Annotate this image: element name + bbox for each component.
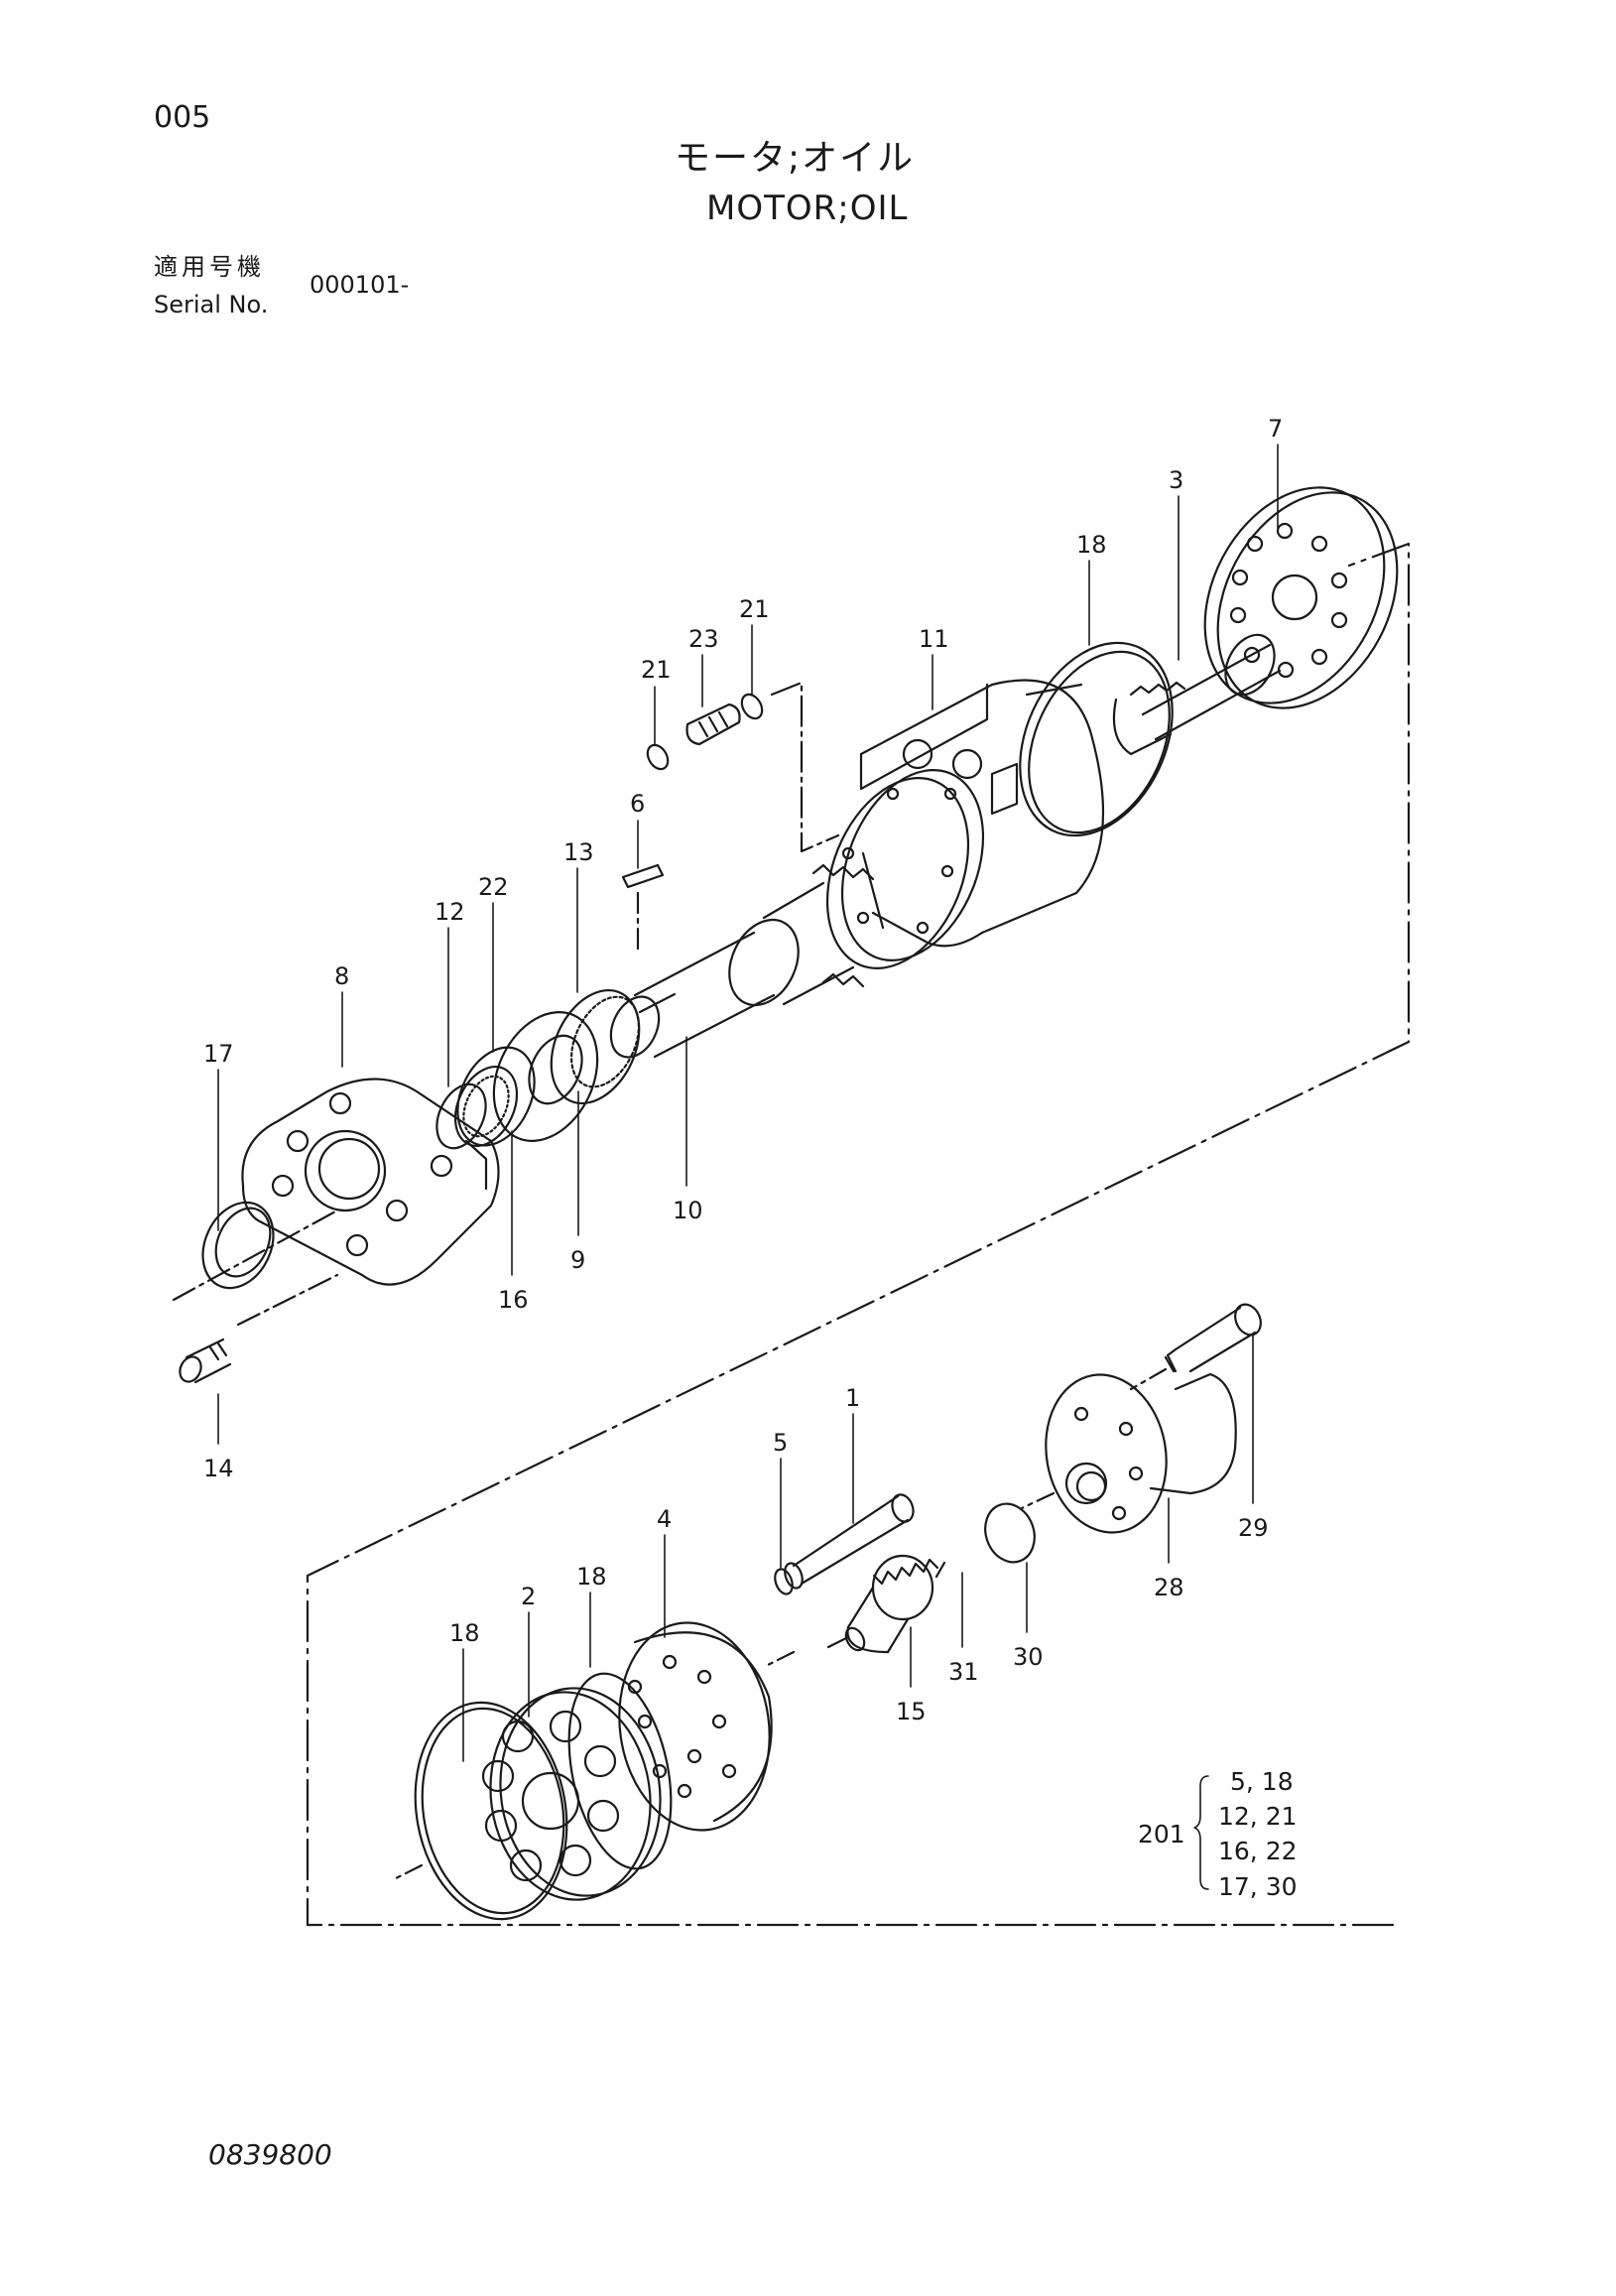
part-14-bolt (179, 1338, 232, 1384)
assembly-boundary-line (306, 542, 1411, 1927)
part-21-o-ring-b (740, 693, 764, 720)
leader-lower-axis (390, 1863, 424, 1882)
part-18-o-ring-middle (567, 1672, 673, 1870)
part-31-spring (872, 1558, 946, 1586)
part-18-o-ring-upper (1019, 641, 1174, 837)
page-number: 005 (154, 100, 211, 135)
callout-1: 1 (845, 1384, 860, 1412)
callout-4: 4 (657, 1505, 672, 1533)
part-15-piston (826, 1554, 934, 1654)
leader-bolt-axis (236, 1273, 339, 1327)
callout-31: 31 (948, 1658, 979, 1686)
callout-22: 22 (478, 873, 509, 901)
callout-5: 5 (773, 1429, 788, 1457)
leader-cap-axis (1020, 1491, 1056, 1510)
part-28-end-cap (1045, 1372, 1237, 1534)
part-29-bolt (1164, 1303, 1262, 1373)
callout-18-lower: 18 (449, 1619, 480, 1647)
callout-6: 6 (630, 790, 645, 818)
callout-3: 3 (1169, 466, 1183, 494)
part-17-oil-seal (201, 1201, 275, 1290)
part-5-seal-washer (774, 1562, 804, 1595)
part-17-oil-seal-inner (214, 1207, 272, 1278)
part-1-bolt (792, 1493, 915, 1586)
callout-23: 23 (688, 625, 719, 653)
serial-label-japanese: 適用号機 (154, 253, 265, 281)
callout-21-left: 21 (641, 656, 672, 684)
callout-29: 29 (1238, 1514, 1269, 1542)
callout-14: 14 (203, 1455, 234, 1482)
callout-18-upper: 18 (1076, 531, 1107, 559)
callout-10: 10 (673, 1197, 703, 1224)
kit-item-1: 5, 18 (1230, 1767, 1294, 1796)
part-11-housing (825, 679, 1105, 969)
part-10-output-shaft (609, 851, 885, 1059)
callout-8: 8 (334, 962, 349, 990)
part-8-flange (241, 1078, 500, 1286)
callout-28: 28 (1154, 1574, 1184, 1601)
part-23-plug (685, 702, 741, 746)
callout-7: 7 (1268, 415, 1283, 443)
part-2-gerotor (481, 1687, 662, 1901)
leader-piston-axis (762, 1650, 796, 1669)
callout-17: 17 (203, 1040, 234, 1068)
part-6-key (621, 863, 665, 889)
leader-shaft-axis (172, 1209, 339, 1302)
kit-item-4: 17, 30 (1218, 1872, 1298, 1901)
part-22-retainer (456, 1046, 536, 1147)
part-13-bearing (550, 988, 641, 1105)
callout-11: 11 (919, 625, 949, 653)
serial-number-value: 000101- (310, 271, 410, 299)
serial-label-english: Serial No. (154, 291, 269, 319)
part-9-race (492, 1011, 599, 1142)
callout-21-right: 21 (739, 595, 770, 623)
callout-9: 9 (570, 1246, 585, 1274)
part-30-o-ring (984, 1502, 1036, 1564)
kit-item-3: 16, 22 (1218, 1837, 1298, 1865)
callout-30: 30 (1013, 1643, 1044, 1671)
callout-labels: 7 3 18 21 23 21 11 6 13 22 12 8 17 10 9 … (203, 415, 1283, 1725)
part-7-plate (1203, 486, 1399, 709)
title-english: MOTOR;OIL (706, 189, 909, 228)
callout-13: 13 (563, 838, 594, 866)
kit-bracket (1193, 1775, 1209, 1890)
kit-number: 201 (1138, 1820, 1185, 1849)
callout-15: 15 (896, 1698, 927, 1725)
part-18-o-ring-lower-inner (421, 1707, 565, 1915)
kit-item-2: 12, 21 (1218, 1802, 1298, 1831)
part-18-o-ring-upper-inner (1028, 650, 1171, 834)
title-japanese: モータ;オイル (675, 138, 916, 179)
part-4-valve-plate (618, 1621, 773, 1832)
callout-16: 16 (498, 1286, 529, 1314)
drawing-number: 0839800 (208, 2138, 332, 2171)
part-18-o-ring-lower (414, 1701, 568, 1921)
part-3-drive-shaft (1112, 633, 1282, 756)
leader-dashed-plug (770, 681, 840, 853)
callout-18-middle: 18 (576, 1563, 607, 1591)
leader-bolt-29 (1129, 1367, 1168, 1391)
callout-12: 12 (435, 898, 465, 926)
callout-leader-lines (217, 444, 1279, 1762)
callout-2: 2 (521, 1583, 536, 1610)
part-21-o-ring-a (646, 743, 670, 771)
